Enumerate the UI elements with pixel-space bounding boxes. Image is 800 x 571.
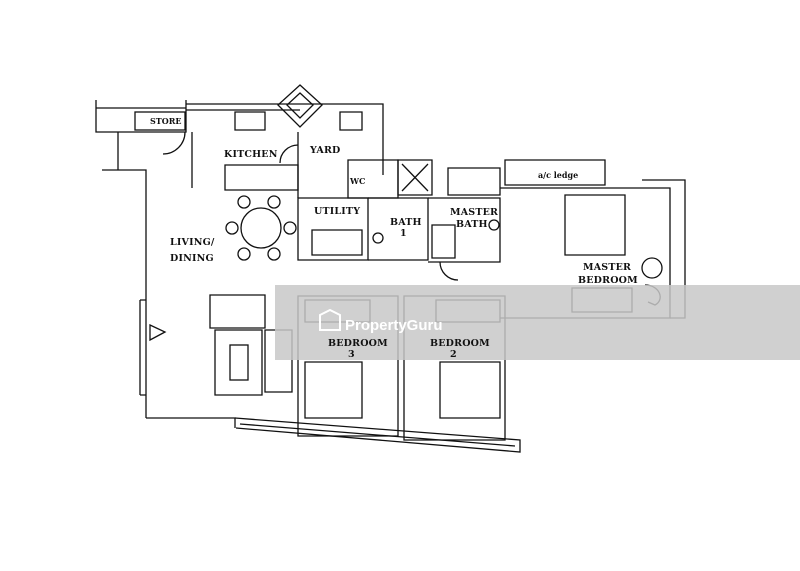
label-master-bedroom-line2: BEDROOM — [578, 275, 638, 286]
master-bed — [564, 194, 626, 256]
label-bath-1-line2: 1 — [400, 228, 407, 239]
label-utility: UTILITY — [314, 206, 360, 217]
bathtub — [447, 167, 501, 196]
stove — [234, 111, 266, 131]
label-bath-1-line1: BATH — [390, 217, 422, 228]
label-living-line2: DINING — [170, 253, 214, 264]
label-master-bath-line2: BATH — [456, 219, 488, 230]
rug — [214, 329, 263, 396]
kitchen-top-wall — [186, 103, 384, 175]
label-store: STORE — [150, 116, 181, 126]
label-bedroom-2-line1: BEDROOM — [430, 338, 490, 349]
store-box — [134, 111, 186, 131]
master-bath — [428, 197, 501, 263]
watermark-text: PropertyGuru — [345, 317, 443, 334]
label-bedroom-3-line1: BEDROOM — [328, 338, 388, 349]
bath-1 — [368, 197, 429, 261]
watermark: PropertyGuru — [275, 285, 800, 360]
sofa-top — [209, 294, 266, 329]
bedroom-2-bed — [439, 361, 501, 419]
watermark-logo-icon — [319, 308, 341, 331]
curved-balcony-wall — [234, 417, 521, 453]
bedroom-3-bed — [304, 361, 363, 419]
label-ac-ledge: a/c ledge — [538, 170, 578, 180]
watermark-band — [275, 285, 800, 360]
store-wall — [95, 100, 187, 133]
dining-table — [240, 207, 282, 249]
yard-diamond — [277, 84, 323, 128]
ac-ledge-box — [504, 159, 606, 186]
label-living-line1: LIVING/ — [170, 237, 215, 248]
label-yard: YARD — [309, 145, 340, 156]
label-kitchen: KITCHEN — [224, 149, 278, 160]
label-bedroom-2-line2: 2 — [450, 349, 457, 360]
kitchen-counter — [224, 164, 299, 191]
label-bedroom-3-line2: 3 — [348, 349, 355, 360]
label-master-bath-line1: MASTER — [450, 207, 498, 218]
label-wc: WC — [349, 176, 365, 186]
label-master-bedroom-line1: MASTER — [583, 262, 631, 273]
